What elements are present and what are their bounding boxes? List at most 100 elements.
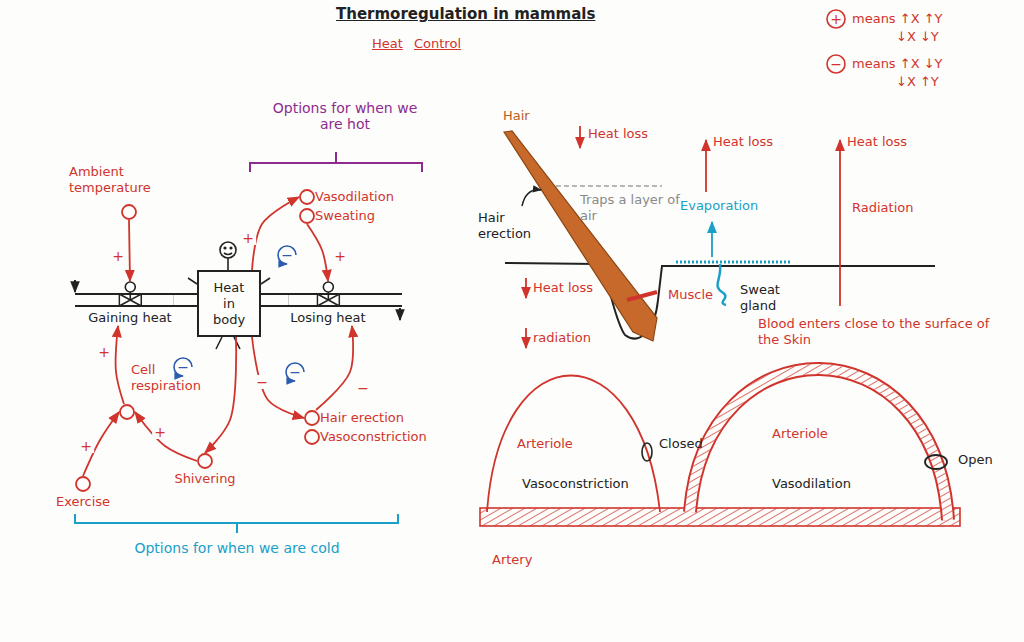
variable-circle: Exercise xyxy=(75,476,91,492)
polarity-sign: + xyxy=(78,439,94,453)
circle-outline xyxy=(299,189,315,205)
stick-figure xyxy=(230,247,232,249)
circle-outline xyxy=(304,429,320,445)
note-label: Blood enters close to the surface of the… xyxy=(758,316,998,348)
stock-label: Heat in body xyxy=(207,280,251,328)
subtitle-word: Heat xyxy=(372,36,403,52)
blood-vessel xyxy=(690,369,948,520)
circle-outline xyxy=(300,209,314,223)
polarity-sign: + xyxy=(152,425,168,439)
node-label: Vasoconstriction xyxy=(320,429,427,445)
heat-arrow xyxy=(525,278,527,298)
part-label: Arteriole xyxy=(772,426,828,442)
polarity-sign: + xyxy=(332,249,348,263)
sweat-gland xyxy=(711,222,713,257)
state-label: Open xyxy=(958,452,993,468)
valve-symbol xyxy=(129,292,131,300)
process-label: Evaporation xyxy=(680,198,758,214)
flow-pipe xyxy=(74,280,76,292)
blood-vessel xyxy=(487,376,660,513)
blood-vessel xyxy=(642,443,652,461)
valve-symbol xyxy=(323,282,333,292)
part-label: Arteriole xyxy=(517,436,573,452)
node-label: Cell respiration xyxy=(131,362,211,394)
variable-circle: Shivering xyxy=(197,453,213,469)
flow-valve: Losing heat xyxy=(288,281,367,326)
legend-text: ↓X ↑Y xyxy=(896,74,939,90)
legend-text: means ↑X ↓Y xyxy=(852,56,943,72)
stick-figure xyxy=(216,337,222,349)
loop-sign: − xyxy=(289,364,301,380)
loop-marker xyxy=(174,358,192,376)
circle-outline xyxy=(300,190,314,204)
variable-circle: Vasoconstriction xyxy=(304,429,320,445)
circle-outline xyxy=(305,430,319,444)
circle-outline xyxy=(299,208,315,224)
causal-arrow xyxy=(135,412,197,461)
loop-marker xyxy=(174,246,304,381)
part-label: Artery xyxy=(492,552,532,568)
heat-arrow xyxy=(839,140,841,306)
node-label: Hair erection xyxy=(320,410,404,426)
blood-vessel xyxy=(480,508,960,526)
heat-label: Heat loss xyxy=(588,126,648,142)
causal-arrow xyxy=(252,197,299,270)
circle-outline xyxy=(122,205,136,219)
group-heading: Options for when we are cold xyxy=(134,540,339,556)
circle-outline xyxy=(198,454,212,468)
valve-symbol xyxy=(125,282,135,292)
blood-vessel xyxy=(690,369,948,520)
diagram-title: Thermoregulation in mammals xyxy=(336,6,595,22)
variable-circle: Hair erection xyxy=(304,410,320,426)
circle-outline xyxy=(120,405,134,419)
stick-figure xyxy=(261,278,270,284)
part-label: Hair xyxy=(503,108,530,124)
blood-vessel xyxy=(925,455,947,469)
flow-valve: Gaining heat xyxy=(86,281,173,326)
valve-symbol xyxy=(327,292,329,300)
subtitle-word: Control xyxy=(414,36,461,52)
erector-muscle xyxy=(627,292,657,300)
bracket xyxy=(75,152,422,533)
process-label: Vasodilation xyxy=(772,476,851,492)
blood-vessel xyxy=(480,369,960,526)
flow-pipe xyxy=(261,295,288,305)
legend-text: ↓X ↓Y xyxy=(896,29,939,45)
variable-circle: Vasodilation xyxy=(299,189,315,205)
circle-outline xyxy=(305,411,319,425)
edge-group xyxy=(205,337,236,453)
part-label: Muscle xyxy=(668,287,713,303)
heat-label: Heat loss xyxy=(847,134,907,150)
part-label: Sweat gland xyxy=(740,282,796,314)
heat-arrow xyxy=(525,328,527,348)
node-label: Vasodilation xyxy=(315,189,394,205)
variable-circle: Sweating xyxy=(299,208,315,224)
node-label: Exercise xyxy=(56,494,110,510)
note-label: Traps a layer of air xyxy=(580,192,680,224)
node-label: Ambient temperature xyxy=(69,164,157,196)
bracket xyxy=(75,514,398,533)
heat-label: Heat loss xyxy=(713,134,773,150)
process-label: Vasoconstriction xyxy=(522,476,629,492)
polarity-sign: + xyxy=(240,231,256,245)
edge-group xyxy=(252,337,304,418)
heat-label: radiation xyxy=(533,330,591,346)
circle-outline xyxy=(121,204,137,220)
edge-group xyxy=(116,326,124,404)
causal-arrow xyxy=(307,224,328,281)
variable-circle: Cell respiration xyxy=(119,404,135,420)
edge-group xyxy=(261,300,288,301)
loop-marker xyxy=(286,363,304,381)
legend-sign: − xyxy=(830,56,842,72)
valve-symbol xyxy=(316,281,340,307)
polarity-sign: + xyxy=(110,249,126,263)
legend-symbol xyxy=(827,10,845,73)
causal-arrow xyxy=(116,326,124,404)
edge-group xyxy=(135,412,197,461)
loop-marker xyxy=(278,246,296,264)
legend-symbol xyxy=(827,55,845,73)
legend-text: means ↑X ↑Y xyxy=(852,11,943,27)
polarity-sign: − xyxy=(254,375,270,389)
flow-label: Gaining heat xyxy=(86,310,173,326)
sweat-gland xyxy=(676,261,792,264)
